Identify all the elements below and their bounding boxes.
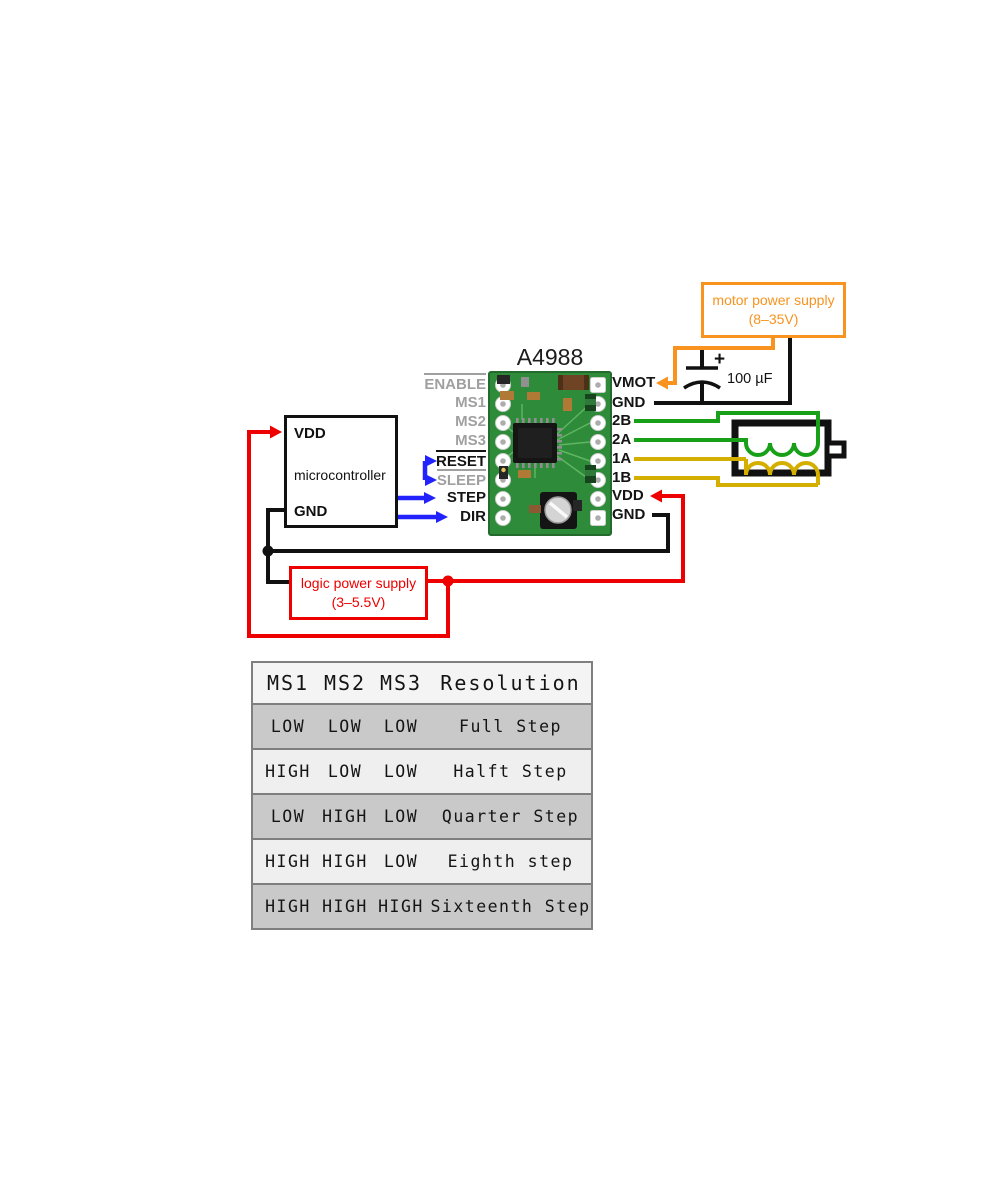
vmot-arrow — [656, 376, 668, 390]
cell-ms2: HIGH — [322, 807, 368, 826]
current-trimpot — [540, 492, 577, 529]
mcu-vdd-pin-label: VDD — [294, 425, 326, 442]
cell-resolution: Sixteenth Step — [430, 897, 591, 916]
cell-ms2: HIGH — [322, 852, 368, 871]
pin-label-vdd: VDD — [612, 487, 644, 504]
cell-ms3: LOW — [383, 807, 419, 826]
pin-label-2a: 2A — [612, 431, 632, 448]
driver-gnd-top-wire — [654, 338, 792, 405]
coil1-yellow-wires — [634, 457, 820, 487]
coil2-winding — [744, 438, 820, 457]
pin-label-1b: 1B — [612, 469, 632, 486]
pin-label-gnd-bot: GND — [612, 506, 646, 523]
cell-ms2: LOW — [327, 762, 363, 781]
reset-arrow — [425, 455, 437, 467]
header-ms1: MS1 — [266, 671, 310, 695]
cell-ms2: LOW — [327, 717, 363, 736]
pin-label-2b: 2B — [612, 412, 632, 429]
cell-ms3: LOW — [383, 762, 419, 781]
driver-vdd-arrow — [650, 489, 662, 503]
cell-ms1: LOW — [270, 807, 306, 826]
pin-label-vmot: VMOT — [612, 374, 656, 391]
header-resolution: Resolution — [440, 671, 581, 695]
motor-power-supply-label: motor power supply — [712, 292, 835, 308]
mcu-gnd-pin-label: GND — [294, 503, 328, 520]
vdd-junction-dot — [442, 575, 454, 587]
logic-power-supply-label: logic power supply — [300, 575, 417, 591]
cell-ms1: HIGH — [265, 762, 311, 781]
capacitor-symbol — [683, 366, 721, 390]
cell-ms1: LOW — [270, 717, 306, 736]
table-row: HIGH HIGH HIGH Sixteenth Step — [253, 883, 591, 928]
pin-label-dir: DIR — [460, 508, 486, 525]
table-row: LOW HIGH LOW Quarter Step — [253, 793, 591, 838]
coil1-winding — [744, 459, 820, 485]
mcu-vdd-arrow — [270, 425, 282, 439]
driver-gnd-bottom-wire — [268, 513, 670, 553]
table-row: LOW LOW LOW Full Step — [253, 703, 591, 748]
cell-ms2: HIGH — [322, 897, 368, 916]
a4988-board — [488, 371, 612, 536]
control-signal-wires — [398, 455, 448, 523]
pin-label-ms3: MS3 — [455, 432, 486, 449]
vmot-wire — [656, 338, 775, 390]
capacitor-value-label: 100 µF — [727, 371, 773, 387]
pin-label-gnd-top: GND — [612, 394, 646, 411]
capacitor-polarity-label: + — [714, 349, 726, 370]
microcontroller-box: VDD microcontroller GND — [284, 415, 398, 528]
pin-label-ms1: MS1 — [455, 394, 486, 411]
cell-ms3: HIGH — [378, 897, 424, 916]
header-ms2: MS2 — [323, 671, 367, 695]
microstep-resolution-table: MS1 MS2 MS3 Resolution LOW LOW LOW Full … — [251, 661, 593, 930]
cell-resolution: Eighth step — [447, 852, 574, 871]
pcb-pads — [495, 377, 606, 526]
logic-power-supply-voltage: (3–5.5V) — [331, 594, 386, 610]
dir-arrow — [436, 511, 448, 523]
table-header-row: MS1 MS2 MS3 Resolution — [253, 663, 591, 703]
table-row: HIGH HIGH LOW Eighth step — [253, 838, 591, 883]
pin-label-reset: RESET — [435, 450, 486, 469]
wire-2b — [634, 411, 820, 443]
pin-label-ms2: MS2 — [455, 413, 486, 430]
cell-ms3: LOW — [383, 852, 419, 871]
pin-label-1a: 1A — [612, 450, 632, 467]
cell-ms3: LOW — [383, 717, 419, 736]
sleep-arrow — [425, 474, 437, 486]
gnd-junction-dot — [262, 545, 274, 557]
board-components — [497, 375, 596, 513]
table-row: HIGH LOW LOW Halft Step — [253, 748, 591, 793]
pin-label-sleep: SLEEP — [436, 469, 486, 488]
coil2-green-wires — [634, 411, 820, 457]
cell-resolution: Halft Step — [453, 762, 568, 781]
motor-shaft — [824, 440, 847, 459]
wire-1b — [634, 476, 818, 487]
cell-resolution: Quarter Step — [441, 807, 580, 826]
mcu-name-label: microcontroller — [294, 467, 386, 483]
cell-ms1: HIGH — [265, 897, 311, 916]
cell-ms1: HIGH — [265, 852, 311, 871]
cell-resolution: Full Step — [459, 717, 562, 736]
vdd-wires — [247, 425, 685, 638]
step-arrow — [424, 492, 436, 504]
board-title: A4988 — [516, 344, 584, 370]
motor-power-supply-box: motor power supply (8–35V) — [701, 282, 846, 338]
pin-label-step: STEP — [446, 489, 486, 506]
driver-ic-chip — [513, 418, 562, 468]
header-ms3: MS3 — [379, 671, 423, 695]
motor-power-supply-voltage: (8–35V) — [748, 311, 799, 327]
pin-label-enable: ENABLE — [424, 373, 486, 392]
logic-power-supply-box: logic power supply (3–5.5V) — [289, 566, 428, 620]
